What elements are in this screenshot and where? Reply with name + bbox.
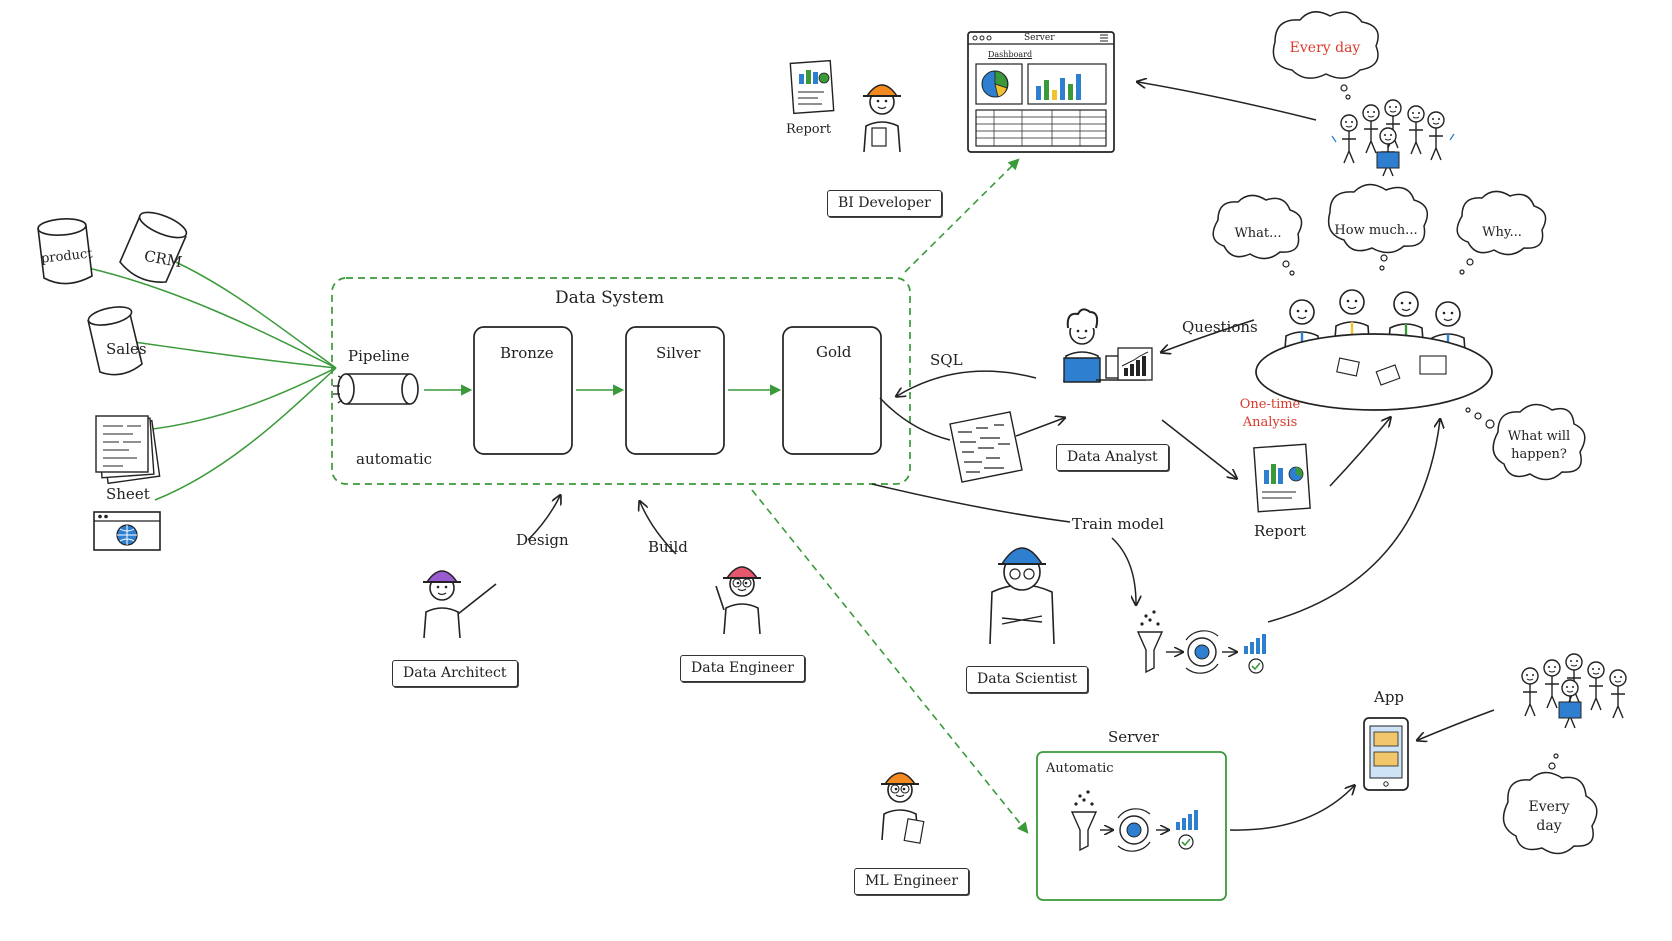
paper-to-analyst-arrow — [1015, 418, 1064, 437]
data-engineer-tag: Data Engineer — [680, 655, 805, 683]
every-day-cloud-bottom — [1502, 771, 1598, 855]
product-database-icon — [37, 218, 93, 285]
bi-developer-tag: BI Developer — [827, 190, 942, 218]
one-time-analysis-label: One-time Analysis — [1232, 396, 1308, 431]
sql-to-gold-arrow — [897, 370, 1037, 396]
why-cloud — [1456, 190, 1547, 256]
analysis-report-icon — [1253, 443, 1311, 513]
what-will-line: What will — [1507, 429, 1571, 444]
data-engineer-figure — [715, 566, 761, 635]
server-title: Server — [1108, 728, 1159, 746]
train-model-label: Train model — [1072, 515, 1164, 533]
gold-label: Gold — [816, 343, 852, 361]
crm-database-icon — [119, 211, 188, 283]
data-analyst-tag: Data Analyst — [1056, 444, 1169, 472]
every-line: Every — [1528, 799, 1570, 815]
ml-engineer-figure — [881, 772, 925, 844]
meeting-group — [1255, 289, 1493, 411]
sheet-source-label: Sheet — [106, 485, 150, 503]
gold-to-paper-line — [879, 397, 951, 441]
source-connectors — [74, 254, 337, 501]
crowd-to-dashboard-arrow — [1138, 82, 1317, 121]
automatic-label: automatic — [356, 450, 433, 468]
train-model-line — [871, 483, 1071, 523]
happen-line: happen? — [1511, 446, 1567, 462]
dashboard-tab: Dashboard — [988, 50, 1033, 59]
app-label: App — [1374, 688, 1405, 706]
every-day-cloud-top — [1272, 11, 1379, 79]
pipeline-icon — [333, 373, 419, 405]
data-architect-tag: Data Architect — [392, 660, 518, 688]
server-to-app-arrow — [1229, 786, 1354, 831]
data-architect-figure — [423, 570, 497, 639]
analysis-line: Analysis — [1242, 414, 1298, 430]
gold-layer-box — [782, 326, 882, 455]
why-cloud-text: Why... — [1482, 225, 1522, 240]
crowd-to-app-arrow — [1418, 709, 1495, 740]
train-model-arrow — [1111, 537, 1136, 604]
build-label: Build — [648, 538, 688, 556]
design-arrow — [527, 496, 560, 541]
sheet-stack-icon — [95, 415, 161, 485]
data-system-boundary — [331, 277, 911, 485]
server-pipeline-icons — [1070, 790, 1198, 852]
sales-database-icon — [87, 306, 143, 376]
pipeline-label: Pipeline — [348, 347, 410, 365]
every-day-cloud-bottom-text: Every day — [1508, 798, 1590, 836]
data-scientist-figure — [989, 547, 1055, 645]
one-time-line: One-time — [1239, 397, 1301, 412]
data-scientist-tag: Data Scientist — [966, 666, 1089, 694]
report-to-meeting-arrow — [1329, 418, 1390, 487]
day-line: day — [1536, 817, 1562, 834]
how-much-cloud-text: How much... — [1334, 223, 1418, 238]
every-day-cloud-top-text: Every day — [1289, 40, 1361, 56]
what-cloud-text: What... — [1234, 226, 1282, 241]
build-arrow — [640, 502, 677, 555]
data-map-paper-icon — [949, 411, 1023, 483]
what-will-happen-cloud-text: What will happen? — [1496, 428, 1582, 463]
questions-label: Questions — [1182, 318, 1258, 336]
dashboard-window-title: Server — [1024, 33, 1055, 43]
analysis-report-label: Report — [1254, 522, 1307, 540]
system-to-server-arrow — [751, 489, 1029, 834]
what-cloud — [1212, 194, 1303, 260]
bronze-label: Bronze — [500, 344, 554, 362]
what-will-happen-cloud — [1492, 403, 1586, 481]
model-to-meeting-arrow — [1267, 420, 1440, 623]
web-app-source-icon — [93, 511, 161, 551]
model-training-icons — [1136, 610, 1266, 674]
server-automatic-label: Automatic — [1046, 761, 1114, 776]
dashboard-window — [967, 31, 1115, 153]
analyst-to-report-arrow — [1161, 419, 1236, 478]
app-users-crowd — [1521, 653, 1627, 729]
sales-source-label: Sales — [106, 340, 147, 358]
design-label: Design — [516, 531, 569, 549]
meeting-to-analyst-arrow — [1162, 319, 1255, 352]
system-to-dashboard-arrow — [904, 158, 1020, 273]
how-much-cloud — [1327, 183, 1429, 254]
bronze-layer-box — [473, 326, 573, 455]
ml-engineer-tag: ML Engineer — [854, 868, 970, 896]
silver-layer-box — [625, 326, 725, 455]
bi-developer-figure — [863, 84, 901, 153]
data-system-title: Data System — [555, 288, 665, 308]
analyst-chart-icon — [1117, 347, 1153, 381]
bi-report-label: Report — [786, 122, 832, 137]
bi-report-icon — [789, 59, 835, 115]
daily-users-crowd — [1331, 99, 1455, 177]
sql-label: SQL — [930, 351, 963, 369]
silver-label: Silver — [656, 344, 701, 362]
app-phone-icon — [1363, 717, 1409, 791]
